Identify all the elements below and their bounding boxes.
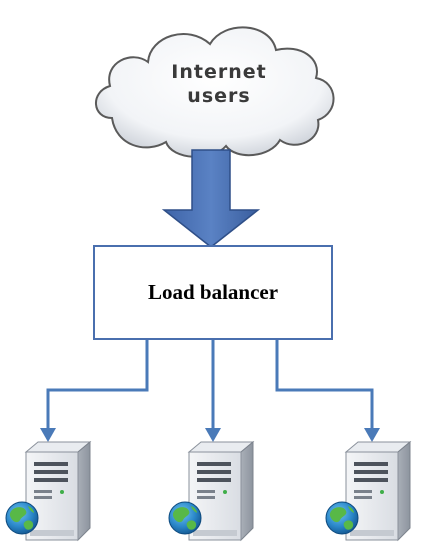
connector-right — [275, 340, 374, 432]
connector-arrowheads — [40, 428, 380, 442]
connector-left — [46, 340, 149, 432]
globe-icon — [5, 501, 39, 535]
arrowhead-right — [364, 428, 380, 442]
load-balancer-box: Load balancer — [93, 245, 333, 340]
globe-icon — [325, 501, 359, 535]
cloud-label-line2: users — [187, 85, 251, 107]
traffic-arrow — [161, 149, 261, 248]
arrowhead-left — [40, 428, 56, 442]
cloud-label-line1: Internet — [171, 61, 267, 83]
arrowhead-center — [205, 428, 221, 442]
cloud-label: Internet users — [150, 60, 288, 108]
server-connectors — [46, 340, 374, 432]
load-balancer-label: Load balancer — [147, 280, 279, 304]
globe-icon — [168, 501, 202, 535]
